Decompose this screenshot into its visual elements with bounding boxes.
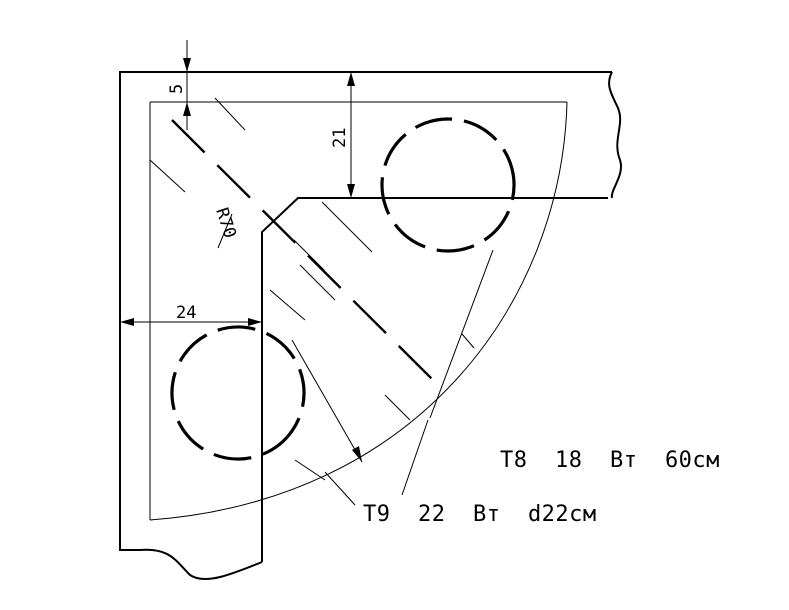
lamp-circle-bottom-left: [170, 325, 306, 461]
dimension-5-text: 5: [167, 84, 187, 94]
hatching: [149, 97, 475, 481]
lamp-circle-top-right: [380, 117, 516, 253]
t9-leader-2: [324, 471, 356, 506]
t8-label: T8 18 Вт 60см: [500, 448, 720, 473]
t9-leader-1: [401, 419, 429, 496]
top-right-break-line: [608, 71, 623, 199]
outer-wall-outline: [119, 71, 612, 580]
inner-cut-profile: [261, 197, 608, 562]
dimension-21: 21: [330, 72, 355, 198]
quarter-arc: [149, 101, 568, 521]
center-dashed-diagonal: [171, 119, 439, 386]
dimension-21-text: 21: [330, 128, 350, 148]
radius-r70-text: R70: [211, 205, 240, 240]
t9-label: T9 22 Вт d22см: [363, 502, 597, 527]
dimension-24: 24: [120, 303, 262, 326]
radius-r70: R70: [211, 205, 363, 463]
dimension-24-text: 24: [176, 303, 196, 323]
t8-leader: [429, 249, 494, 419]
dimension-5: 5: [150, 40, 195, 130]
